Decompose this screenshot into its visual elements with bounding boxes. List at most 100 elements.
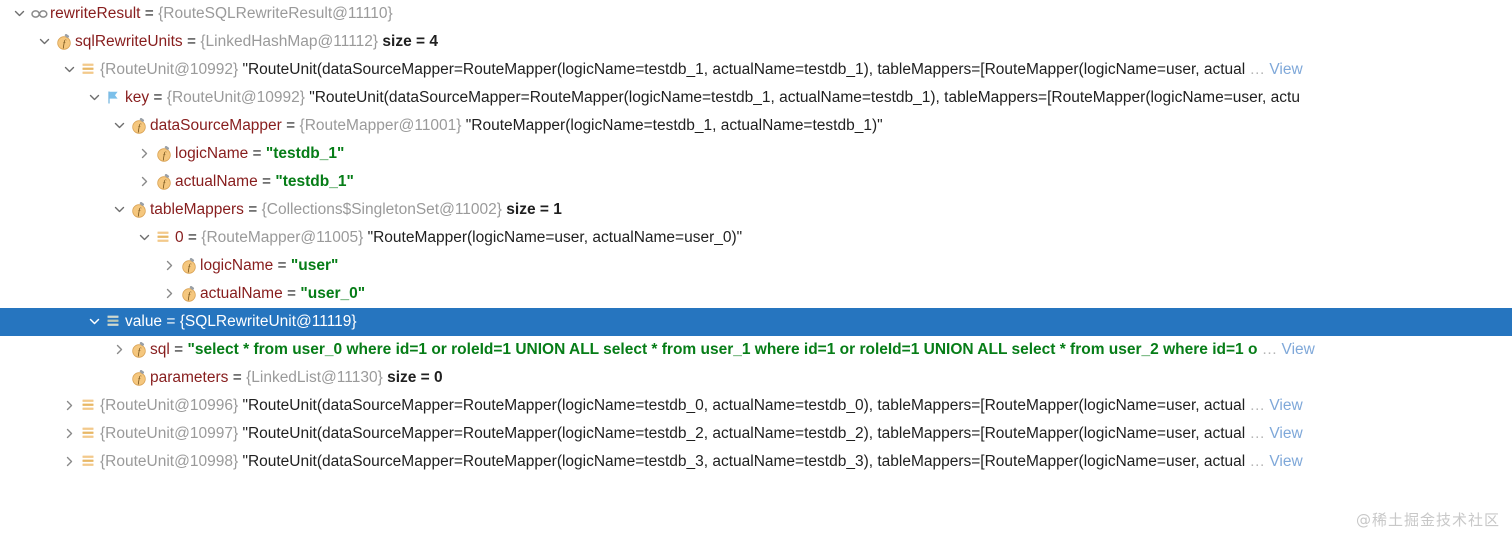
chevron-right-icon[interactable] [135,140,154,168]
chevron-down-icon[interactable] [85,84,104,112]
chevron-down-icon[interactable] [85,308,104,336]
equals-sign: = [183,229,202,246]
node-value: "user" [290,257,339,274]
watch-glasses-icon [29,0,50,28]
tree-row[interactable]: {RouteUnit@10996} "RouteUnit(dataSourceM… [0,392,1512,420]
node-name: sql [150,341,170,358]
node-name: parameters [150,369,229,386]
chevron-right-icon[interactable] [110,336,129,364]
no-chevron-spacer [110,364,129,392]
chevron-down-icon[interactable] [110,112,129,140]
view-link[interactable]: View [1269,397,1303,414]
indent-spacer [0,322,85,323]
indent-spacer [0,42,35,43]
equals-sign: = [169,341,188,358]
equals-sign: = [243,201,262,218]
svg-text:f: f [138,122,142,132]
chevron-right-icon[interactable] [60,392,79,420]
svg-text:f: f [138,206,142,216]
node-value: "user_0" [300,285,366,302]
chevron-right-icon[interactable] [135,168,154,196]
indent-spacer [0,294,160,295]
tree-row[interactable]: rewriteResult = {RouteSQLRewriteResult@1… [0,0,1512,28]
view-link[interactable]: View [1269,453,1303,470]
truncation-ellipsis: … [1257,341,1282,358]
chevron-right-icon[interactable] [160,280,179,308]
indent-spacer [0,266,160,267]
chevron-down-icon[interactable] [10,0,29,28]
chevron-down-icon[interactable] [110,196,129,224]
tree-row[interactable]: 0 = {RouteMapper@11005} "RouteMapper(log… [0,224,1512,252]
node-name: logicName [200,257,274,274]
equals-sign: = [140,5,159,22]
list-icon [79,448,100,476]
node-tostring: "RouteUnit(dataSourceMapper=RouteMapper(… [242,61,1246,78]
chevron-right-icon[interactable] [160,252,179,280]
node-size: size = 1 [506,201,562,218]
equals-sign: = [182,33,201,50]
field-icon: f [129,364,150,392]
node-type: {LinkedList@11130} [246,369,383,386]
node-value: "select * from user_0 where id=1 or role… [187,341,1258,358]
node-tostring: "RouteUnit(dataSourceMapper=RouteMapper(… [242,453,1246,470]
node-type: {RouteMapper@11005} [201,229,364,246]
field-icon: f [179,280,200,308]
node-type: {RouteUnit@10992} [166,89,305,106]
truncation-ellipsis: … [1245,61,1270,78]
node-size: size = 0 [387,369,443,386]
indent-spacer [0,154,135,155]
chevron-down-icon[interactable] [35,28,54,56]
chevron-right-icon[interactable] [60,448,79,476]
watermark: @稀土掘金技术社区 [1355,511,1500,529]
node-name: 0 [175,229,184,246]
list-icon [79,420,100,448]
indent-spacer [0,462,60,463]
node-value: "testdb_1" [265,145,345,162]
chevron-down-icon[interactable] [60,56,79,84]
svg-text:f: f [188,262,192,272]
node-name: actualName [200,285,283,302]
node-type: {RouteUnit@10992} [100,61,239,78]
svg-text:f: f [138,374,142,384]
equals-sign: = [162,313,180,330]
indent-spacer [0,434,60,435]
list-icon [104,308,125,336]
svg-text:f: f [188,290,192,300]
node-name: sqlRewriteUnits [75,33,183,50]
view-link[interactable]: View [1281,341,1315,358]
tree-row[interactable]: {RouteUnit@10997} "RouteUnit(dataSourceM… [0,420,1512,448]
view-link[interactable]: View [1269,61,1303,78]
tree-row[interactable]: key = {RouteUnit@10992} "RouteUnit(dataS… [0,84,1512,112]
tree-row[interactable]: f logicName = "user" [0,252,1512,280]
node-name: tableMappers [150,201,244,218]
equals-sign: = [149,89,167,106]
truncation-ellipsis: … [1245,425,1270,442]
tree-row[interactable]: {RouteUnit@10998} "RouteUnit(dataSourceM… [0,448,1512,476]
equals-sign: = [273,257,291,274]
chevron-down-icon[interactable] [135,224,154,252]
tree-row[interactable]: value = {SQLRewriteUnit@11119} [0,308,1512,336]
node-tostring: "RouteMapper(logicName=testdb_1, actualN… [465,117,883,134]
node-tostring: "RouteMapper(logicName=user, actualName=… [367,229,743,246]
indent-spacer [0,378,110,379]
node-size: size = 4 [382,33,439,50]
tree-row[interactable]: {RouteUnit@10992} "RouteUnit(dataSourceM… [0,56,1512,84]
chevron-right-icon[interactable] [60,420,79,448]
node-tostring: "RouteUnit(dataSourceMapper=RouteMapper(… [242,425,1246,442]
node-type: {RouteUnit@10998} [100,453,239,470]
indent-spacer [0,238,135,239]
node-type: {RouteUnit@10996} [100,397,239,414]
truncation-ellipsis: … [1245,397,1270,414]
equals-sign: = [248,145,266,162]
field-icon: f [129,112,150,140]
view-link[interactable]: View [1269,425,1303,442]
